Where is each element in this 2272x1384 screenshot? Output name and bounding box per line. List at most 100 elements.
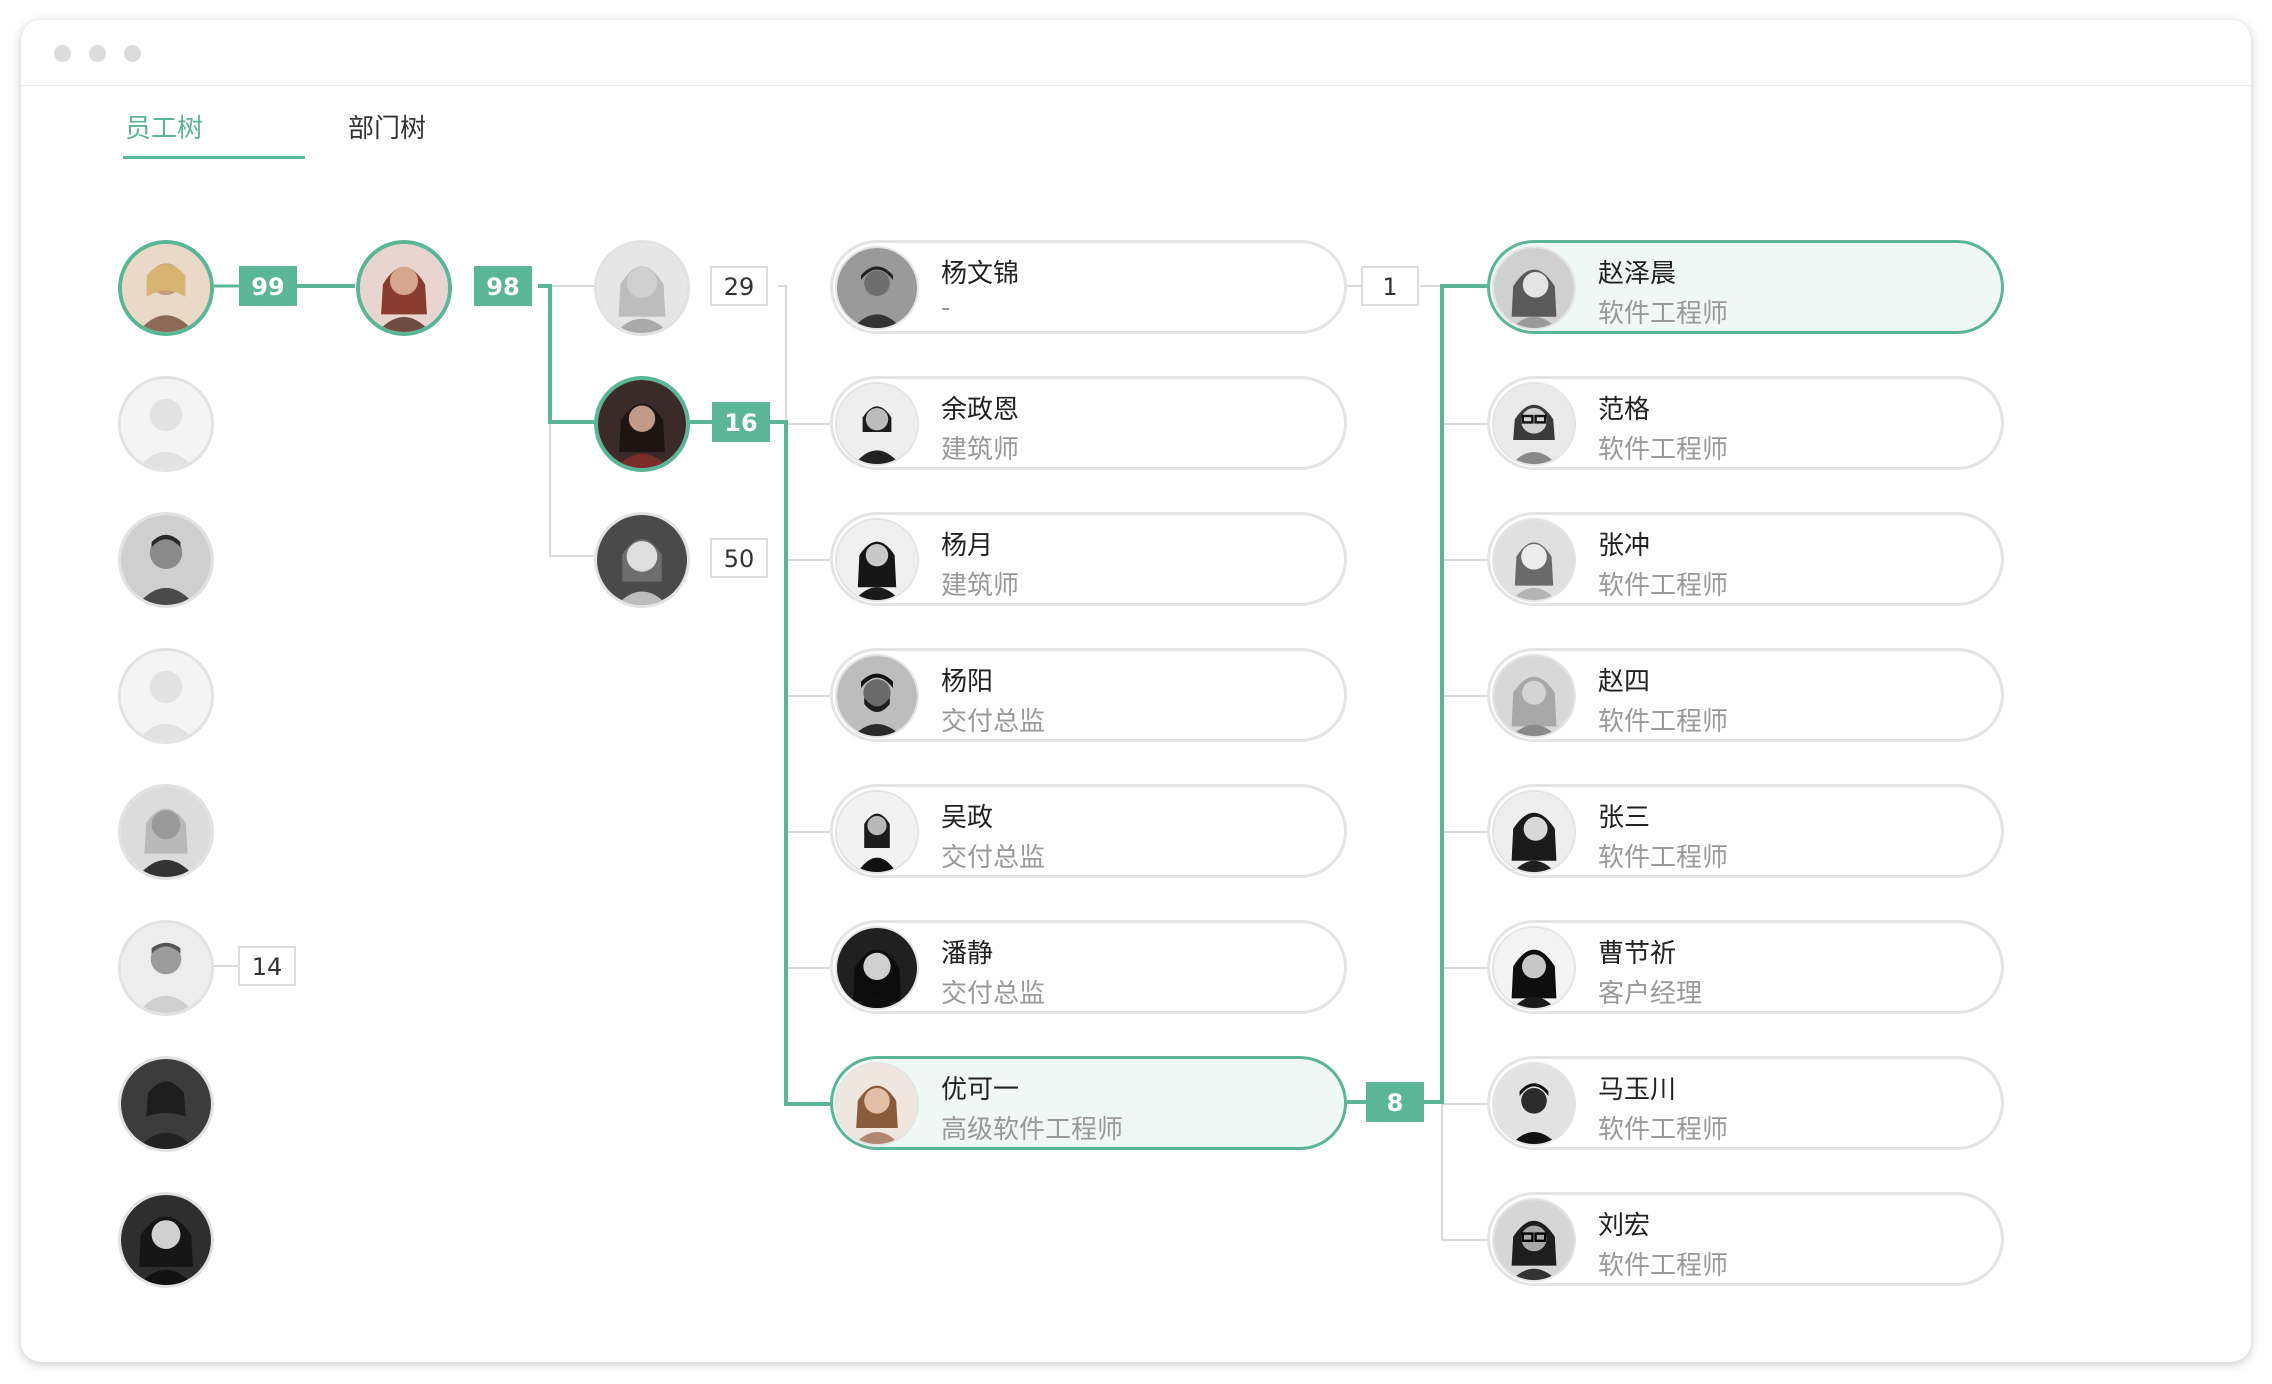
employee-title: 软件工程师 (1598, 571, 1729, 601)
employee-avatar (1492, 1062, 1576, 1146)
employee-card[interactable]: 曹节祈 客户经理 (1487, 920, 2004, 1014)
avatar-photo-icon (1494, 1064, 1574, 1144)
employee-avatar[interactable] (118, 1056, 214, 1152)
employee-name: 杨月 (941, 531, 994, 561)
subordinate-count-badge[interactable]: 1 (1361, 266, 1419, 306)
employee-title: 软件工程师 (1598, 843, 1729, 873)
tab-active-underline (123, 156, 305, 159)
avatar-photo-icon (597, 515, 687, 605)
window-maximize-dot[interactable] (124, 45, 141, 62)
avatar-photo-icon (360, 244, 448, 332)
avatar-photo-icon (121, 923, 211, 1013)
employee-avatar[interactable] (594, 512, 690, 608)
employee-title: 软件工程师 (1598, 1115, 1729, 1145)
avatar-photo-icon (1494, 248, 1574, 328)
employee-title: 软件工程师 (1598, 707, 1729, 737)
employee-card[interactable]: 吴政 交付总监 (830, 784, 1347, 878)
employee-name: 潘静 (941, 939, 994, 969)
employee-avatar (835, 518, 919, 602)
employee-card[interactable]: 马玉川 软件工程师 (1487, 1056, 2004, 1150)
employee-avatar (835, 654, 919, 738)
employee-card[interactable]: 张三 软件工程师 (1487, 784, 2004, 878)
employee-title: 软件工程师 (1598, 299, 1729, 329)
employee-name: 刘宏 (1598, 1211, 1651, 1241)
employee-card[interactable]: 刘宏 软件工程师 (1487, 1192, 2004, 1286)
employee-card[interactable]: 杨月 建筑师 (830, 512, 1347, 606)
avatar-photo-icon (837, 248, 917, 328)
employee-title: 客户经理 (1598, 979, 1703, 1009)
subordinate-count-badge[interactable]: 16 (712, 402, 770, 442)
avatar-photo-icon (1494, 656, 1574, 736)
subordinate-count-badge[interactable]: 99 (239, 266, 297, 306)
employee-card[interactable]: 范格 软件工程师 (1487, 376, 2004, 470)
employee-avatar[interactable] (594, 240, 690, 336)
avatar-photo-icon (837, 1064, 917, 1144)
employee-name: 优可一 (941, 1075, 1020, 1105)
employee-title: 交付总监 (941, 707, 1046, 737)
employee-card[interactable]: 杨文锦 - (830, 240, 1347, 334)
employee-card-selected[interactable]: 赵泽晨 软件工程师 (1487, 240, 2004, 334)
employee-card-selected[interactable]: 优可一 高级软件工程师 (830, 1056, 1347, 1150)
window-close-dot[interactable] (54, 45, 71, 62)
employee-avatar (1492, 382, 1576, 466)
subordinate-count-badge[interactable]: 29 (710, 266, 768, 306)
employee-avatar-placeholder[interactable] (118, 376, 214, 472)
avatar-photo-icon (837, 520, 917, 600)
employee-name: 吴政 (941, 803, 994, 833)
avatar-photo-icon (1494, 520, 1574, 600)
employee-avatar-level2-selected[interactable] (356, 240, 452, 336)
avatar-photo-icon (122, 244, 210, 332)
avatar-photo-icon (837, 656, 917, 736)
employee-card[interactable]: 余政恩 建筑师 (830, 376, 1347, 470)
tab-employee-tree[interactable]: 员工树 (125, 114, 204, 144)
avatar-photo-icon (837, 928, 917, 1008)
employee-avatar (835, 790, 919, 874)
employee-avatar-level3-selected[interactable] (594, 376, 690, 472)
avatar-photo-icon (1494, 1200, 1574, 1280)
avatar-photo-icon (597, 243, 687, 333)
employee-avatar (1492, 518, 1576, 602)
employee-card[interactable]: 赵四 软件工程师 (1487, 648, 2004, 742)
employee-title: - (941, 293, 951, 323)
employee-avatar[interactable] (118, 784, 214, 880)
employee-avatar (1492, 790, 1576, 874)
employee-avatar (1492, 926, 1576, 1010)
employee-avatar[interactable] (118, 920, 214, 1016)
subordinate-count-badge[interactable]: 98 (474, 266, 532, 306)
employee-title: 高级软件工程师 (941, 1115, 1124, 1145)
person-placeholder-icon (121, 379, 211, 469)
person-placeholder-icon (121, 651, 211, 741)
employee-avatar (835, 1062, 919, 1146)
subordinate-count-badge[interactable]: 8 (1366, 1082, 1424, 1122)
employee-title: 交付总监 (941, 843, 1046, 873)
employee-card[interactable]: 张冲 软件工程师 (1487, 512, 2004, 606)
subordinate-count-badge[interactable]: 50 (710, 538, 768, 578)
tab-department-tree[interactable]: 部门树 (348, 114, 427, 144)
avatar-photo-icon (121, 1059, 211, 1149)
employee-avatar (1492, 654, 1576, 738)
employee-title: 软件工程师 (1598, 1251, 1729, 1281)
employee-avatar (835, 926, 919, 1010)
employee-card[interactable]: 杨阳 交付总监 (830, 648, 1347, 742)
employee-avatar (835, 382, 919, 466)
employee-avatar-placeholder[interactable] (118, 648, 214, 744)
employee-name: 杨阳 (941, 667, 994, 697)
employee-avatar (835, 246, 919, 330)
employee-title: 建筑师 (941, 435, 1020, 465)
avatar-photo-icon (121, 515, 211, 605)
avatar-photo-icon (837, 384, 917, 464)
avatar-photo-icon (121, 787, 211, 877)
avatar-photo-icon (598, 380, 686, 468)
employee-name: 曹节祈 (1598, 939, 1677, 969)
employee-avatar[interactable] (118, 512, 214, 608)
employee-name: 余政恩 (941, 395, 1020, 425)
subordinate-count-badge[interactable]: 14 (238, 946, 296, 986)
avatar-photo-icon (121, 1195, 211, 1285)
employee-card[interactable]: 潘静 交付总监 (830, 920, 1347, 1014)
employee-title: 建筑师 (941, 571, 1020, 601)
employee-avatar[interactable] (118, 1192, 214, 1288)
employee-name: 赵泽晨 (1598, 259, 1677, 289)
employee-avatar-root-selected[interactable] (118, 240, 214, 336)
window-minimize-dot[interactable] (89, 45, 106, 62)
